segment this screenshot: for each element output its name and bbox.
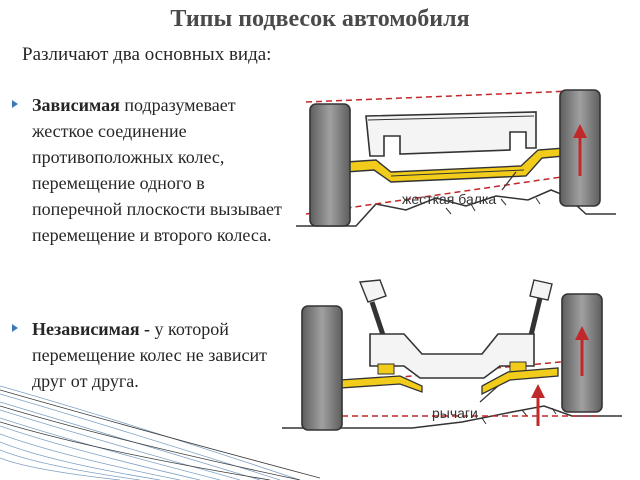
slide-subtitle: Различают два основных вида: — [22, 44, 272, 65]
decorative-corner-lines — [0, 385, 320, 480]
up-arrow-icon — [573, 124, 587, 176]
levers-label: рычаги — [432, 405, 478, 421]
bullet-dependent: Зависимая подразумевает жесткое соединен… — [12, 92, 284, 248]
dependent-suspension-illustration: жесткая балка — [296, 89, 616, 227]
up-arrow-icon — [575, 326, 589, 376]
bullet-marker-icon — [12, 324, 18, 332]
bullet-independent-text: Независимая - у которой перемещение коле… — [32, 316, 284, 394]
rigid-beam-label: жесткая балка — [402, 191, 496, 207]
bullet-dependent-text: Зависимая подразумевает жесткое соединен… — [32, 92, 284, 248]
bullet-independent-term: Независимая - — [32, 319, 151, 339]
bullet-dependent-term: Зависимая — [32, 95, 120, 115]
bullet-independent: Независимая - у которой перемещение коле… — [12, 316, 284, 394]
slide-title: Типы подвесок автомобиля — [170, 6, 470, 32]
up-arrow-icon — [531, 384, 545, 426]
bullet-dependent-description: подразумевает жесткое соединение противо… — [32, 95, 282, 245]
bullet-marker-icon — [12, 100, 18, 108]
independent-suspension-illustration: рычаги — [282, 279, 622, 431]
bullet-independent-description: у которой перемещение колес не зависит д… — [32, 319, 267, 391]
